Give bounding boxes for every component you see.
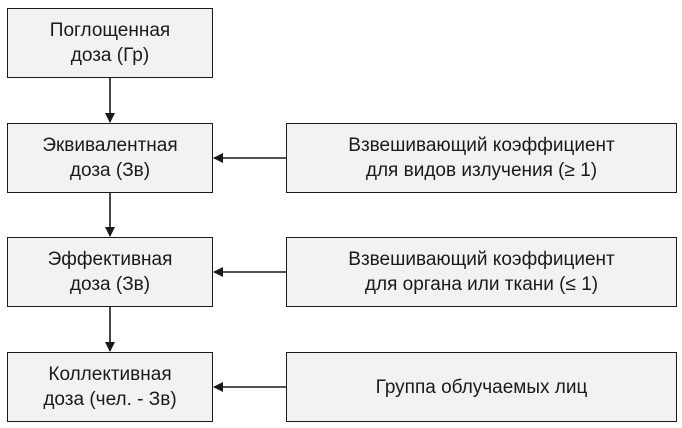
effective-dose-box: Эффективная доза (Зв) [7,237,213,307]
radiation-weighting-label-line2: для видов излучения (≥ 1) [365,160,598,181]
absorbed-dose-label-line2: доза (Гр) [70,45,150,66]
tissue-weighting-label-line2: для органа или ткани (≤ 1) [364,274,599,295]
collective-dose-box: Коллективная доза (чел. - Зв) [7,352,213,422]
radiation-weighting-factor-box: Взвешивающий коэффициент для видов излуч… [286,123,677,193]
exposed-group-label: Группа облучаемых лиц [375,376,588,398]
collective-dose-label-line2: доза (чел. - Зв) [43,389,177,410]
absorbed-dose-box: Поглощенная доза (Гр) [7,8,213,78]
equivalent-dose-label-line1: Эквивалентная [42,135,178,156]
exposed-group-box: Группа облучаемых лиц [286,352,677,422]
effective-dose-label-line1: Эффективная [47,249,173,270]
collective-dose-label-line1: Коллективная [48,364,172,385]
tissue-weighting-label-line1: Взвешивающий коэффициент [348,249,615,270]
radiation-weighting-label-line1: Взвешивающий коэффициент [348,135,615,156]
equivalent-dose-box: Эквивалентная доза (Зв) [7,123,213,193]
tissue-weighting-factor-box: Взвешивающий коэффициент для органа или … [286,237,677,307]
effective-dose-label-line2: доза (Зв) [69,274,151,295]
equivalent-dose-label-line2: доза (Зв) [69,160,151,181]
absorbed-dose-label-line1: Поглощенная [49,20,171,41]
